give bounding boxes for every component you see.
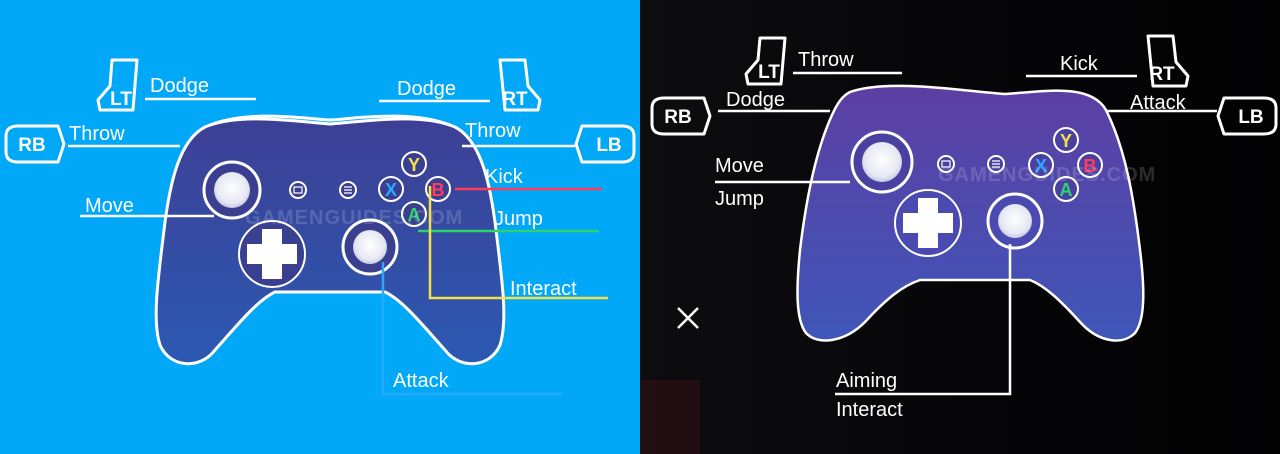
label-interact: Interact [510,278,577,300]
background-glow [640,380,700,454]
label-dodge-left: Dodge [150,75,209,97]
svg-text:A: A [1060,180,1073,200]
label-kick: Kick [485,166,524,188]
svg-text:Y: Y [1060,131,1072,151]
svg-text:B: B [432,180,445,200]
svg-text:A: A [408,205,421,225]
left-controls-panel: Y X B A GAMENGUIDES.COM LT RT [0,0,640,454]
svg-text:RT: RT [502,89,528,110]
menu-button [339,181,357,199]
controller-body [154,114,506,366]
left-stick [202,160,262,220]
label-move: Move [715,155,764,177]
face-button-a: A [401,201,427,227]
right-controls-panel: Y X B A GAMENGUIDES.COM LT RT [640,0,1280,454]
right-callout-lines [715,71,1217,396]
svg-text:RT: RT [1149,64,1175,85]
svg-text:LT: LT [110,89,132,110]
left-stick [850,130,914,194]
lt-trigger-icon: LT [96,58,139,112]
label-move: Move [85,195,134,217]
svg-text:LB: LB [1238,107,1263,128]
label-throw-right: Throw [465,120,521,142]
right-controller-diagram: Y X B A GAMENGUIDES.COM LT RT [640,34,1278,454]
lb-bumper-icon: LB [1216,96,1278,136]
label-interact: Interact [836,399,903,421]
label-dodge-right: Dodge [397,78,456,100]
left-controller-diagram: Y X B A GAMENGUIDES.COM LT RT [4,58,636,396]
label-jump: Jump [494,208,543,230]
face-button-x: X [1028,152,1054,178]
face-button-b: B [1077,152,1103,178]
label-attack: Attack [393,370,450,392]
face-button-y: Y [1053,127,1079,153]
lb-bumper-icon: LB [574,124,636,164]
face-button-a: A [1053,176,1079,202]
left-callout-lines [68,97,608,396]
rt-trigger-icon: RT [498,58,542,112]
label-throw-left: Throw [69,123,125,145]
svg-text:RB: RB [664,107,691,128]
dpad [238,220,306,288]
rb-bumper-icon: RB [650,96,712,136]
label-aiming: Aiming [836,370,897,392]
right-stick [341,218,399,276]
label-dodge: Dodge [726,89,785,111]
rb-bumper-icon: RB [4,124,66,164]
menu-button [987,155,1005,173]
svg-text:X: X [385,180,397,200]
svg-text:RB: RB [18,135,45,156]
view-button [289,181,307,199]
label-throw: Throw [798,49,854,71]
controller-body [796,84,1145,342]
lt-trigger-icon: LT [744,36,787,86]
watermark: GAMENGUIDES.COM [938,164,1156,186]
crosshair-icon [677,307,699,329]
svg-text:LT: LT [758,62,780,83]
svg-text:Y: Y [408,155,420,175]
label-attack: Attack [1130,92,1187,114]
face-button-b: B [425,176,451,202]
svg-text:B: B [1084,156,1097,176]
dpad [894,189,962,257]
rt-trigger-icon: RT [1146,34,1190,88]
right-stick [986,192,1044,250]
label-kick: Kick [1060,53,1099,75]
svg-text:X: X [1035,156,1047,176]
watermark: GAMENGUIDES.COM [245,207,463,229]
face-button-y: Y [401,151,427,177]
view-button [937,155,955,173]
face-button-x: X [378,176,404,202]
label-jump: Jump [715,188,764,210]
svg-text:LB: LB [596,135,621,156]
